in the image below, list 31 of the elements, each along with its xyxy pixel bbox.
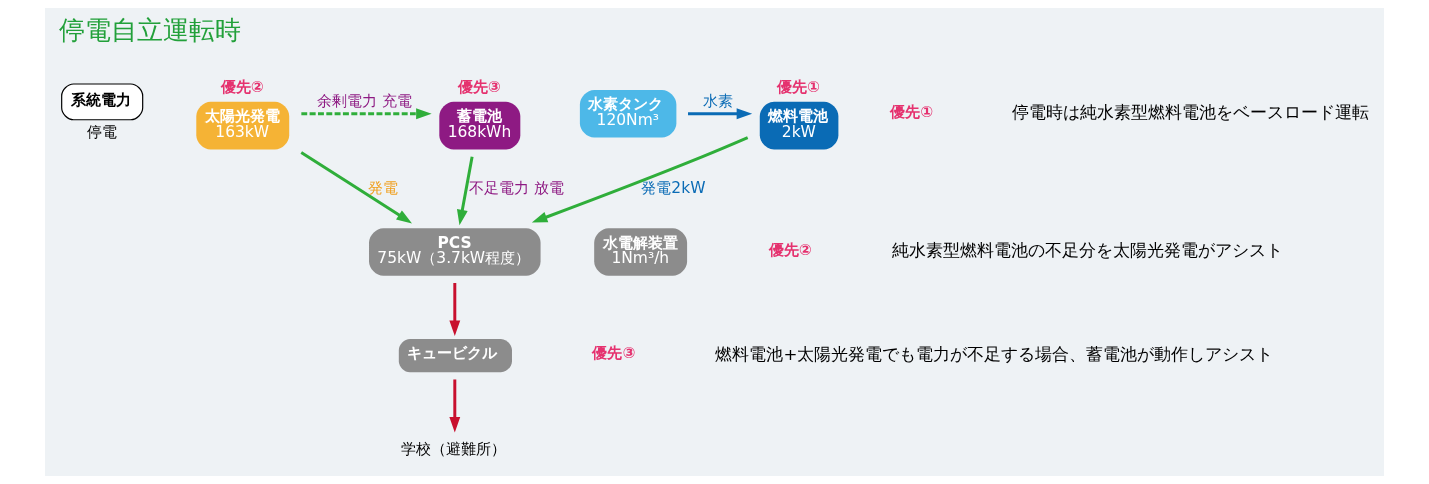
node-label: 停電 — [86, 122, 117, 141]
diagram-title: 停電自立運転時 — [59, 14, 242, 45]
label: 優先③ — [592, 344, 636, 363]
node-label: 優先③ — [457, 77, 501, 96]
label: 燃料電池+太陽光発電でも電力が不足する場合、蓄電池が動作しアシスト — [715, 345, 1274, 365]
edge-label: 余剰電力 充電 — [316, 91, 412, 110]
arrow — [449, 283, 461, 337]
arrow — [688, 108, 753, 120]
node-box: 太陽光発電 163kW — [196, 101, 290, 150]
node-box: 蓄電池 168kWh — [439, 101, 521, 150]
node-box: 水電解装置 1Nm³/h — [594, 228, 688, 276]
label: 優先① — [890, 102, 934, 121]
label: 停電時は純水素型燃料電池をベースロード運転 — [1012, 103, 1370, 123]
node-label: 優先② — [220, 77, 264, 96]
edge-label: 不足電力 放電 — [468, 178, 564, 197]
arrow — [300, 151, 413, 224]
node-box: 水素タンク 120Nm³ — [579, 89, 677, 138]
node-box: PCS 75kW（3.7kW程度） — [369, 228, 541, 276]
node-box: キュービクル — [398, 338, 512, 373]
node-box: 燃料電池 2kW — [759, 101, 839, 150]
node-text: 学校（避難所） — [401, 439, 507, 458]
arrow — [449, 379, 461, 433]
label: 純水素型燃料電池の不足分を太陽光発電がアシスト — [891, 241, 1283, 261]
arrow — [531, 136, 749, 223]
edge-label: 発電 — [368, 178, 399, 197]
arrow — [456, 156, 474, 226]
edge-label: 水素 — [702, 91, 733, 110]
node-label: 優先① — [777, 77, 821, 96]
label: 優先② — [768, 240, 812, 259]
arrow — [301, 108, 432, 120]
edge-label: 発電2kW — [641, 178, 706, 197]
